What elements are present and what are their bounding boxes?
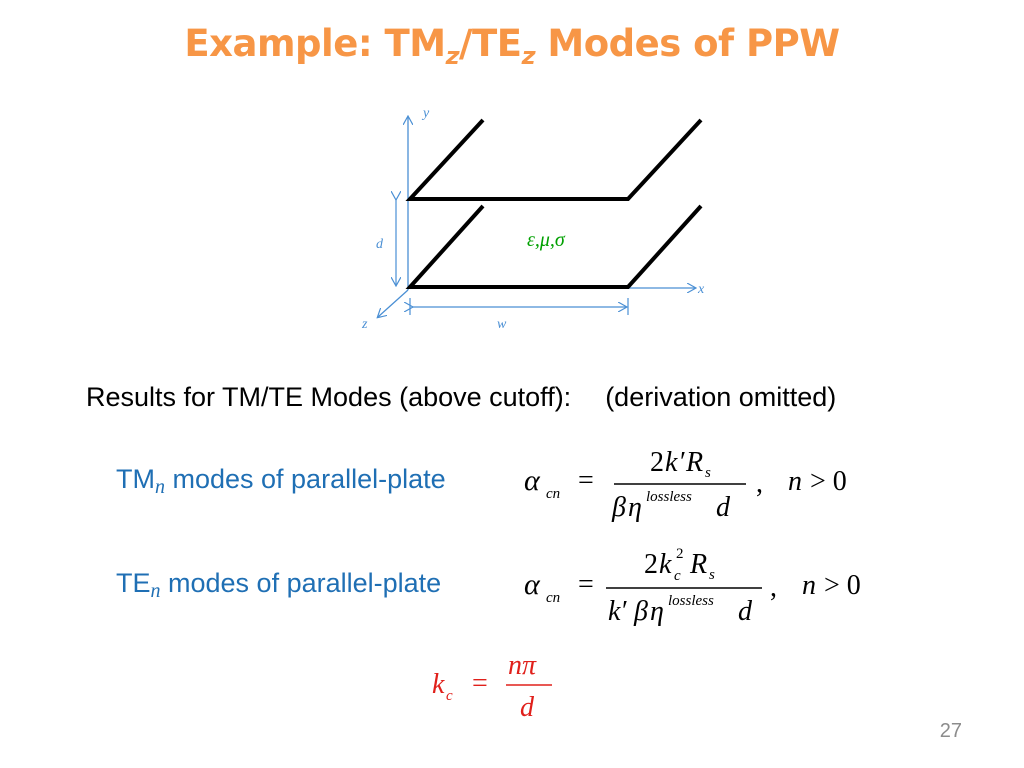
tm-label-prefix: TM [116, 464, 155, 494]
te-alpha-sub: cn [546, 590, 560, 606]
kc-equals: = [472, 668, 488, 699]
te-comma: , [770, 572, 777, 603]
kc-num: nπ [508, 650, 537, 681]
tm-num-prime: ′ [680, 447, 686, 478]
te-den-prime: ′ [622, 596, 628, 627]
te-label-suffix: modes of parallel-plate [160, 568, 442, 598]
tm-cond-op: > 0 [810, 466, 847, 497]
label-y: y [421, 106, 430, 121]
bottom-plate [405, 204, 703, 289]
label-w: w [497, 317, 507, 332]
te-num-k: k [659, 549, 672, 580]
tm-num-R: R [685, 447, 703, 478]
te-num-R-sub: s [709, 567, 715, 583]
te-equation: α cn = 2 k c 2 R s k ′ β η lossless d , … [524, 546, 861, 627]
tm-den-sup: lossless [646, 489, 692, 505]
te-num-k-sub: c [674, 568, 681, 584]
title-sub-z2: z [521, 42, 536, 70]
te-den-beta: β [633, 596, 648, 627]
title-middle: /TE [459, 22, 522, 65]
top-plate [405, 118, 703, 201]
slide-title: Example: TMz/TEz Modes of PPW [0, 22, 1024, 70]
te-cond-op: > 0 [824, 570, 861, 601]
te-cond-n: n [802, 570, 816, 601]
title-suffix: Modes of PPW [535, 22, 840, 65]
title-sub-z1: z [445, 42, 460, 70]
tm-label-suffix: modes of parallel-plate [164, 464, 446, 494]
kc-k: k [432, 669, 445, 700]
medium-label: ε,μ,σ [527, 229, 566, 251]
te-den-sup: lossless [668, 593, 714, 609]
label-z: z [361, 317, 368, 332]
results-note: (derivation omitted) [605, 382, 837, 412]
te-label: TEn modes of parallel-plate [116, 568, 442, 602]
title-prefix: Example: TM [184, 22, 446, 65]
te-label-sub: n [150, 580, 161, 602]
tm-label: TMn modes of parallel-plate [116, 464, 446, 498]
z-axis [378, 289, 409, 317]
te-den-eta: η [650, 596, 664, 627]
tm-num-k: k [665, 447, 678, 478]
tm-num-coef: 2 [650, 447, 664, 478]
tm-comma: , [756, 468, 763, 499]
te-num-coef: 2 [644, 549, 658, 580]
kc-k-sub: c [446, 688, 453, 704]
tm-den-d: d [716, 492, 731, 523]
ppw-diagram: y x z d w ε,μ,σ [361, 106, 705, 332]
te-label-prefix: TE [116, 568, 151, 598]
te-equals: = [578, 569, 594, 600]
page-number: 27 [939, 720, 962, 742]
tm-label-sub: n [154, 476, 165, 498]
te-den-d: d [738, 596, 753, 627]
tm-den-eta: η [628, 492, 642, 523]
label-d: d [376, 237, 384, 252]
tm-den-beta: β [611, 492, 626, 523]
tm-num-R-sub: s [705, 465, 711, 481]
tm-cond-n: n [788, 466, 802, 497]
tm-equation: α cn = 2 k ′ R s β η lossless d , n > 0 [524, 447, 847, 523]
tm-alpha: α [524, 464, 541, 497]
te-num-R: R [689, 549, 707, 580]
kc-den: d [520, 692, 535, 723]
kc-equation: k c = nπ d [432, 650, 552, 723]
te-alpha: α [524, 568, 541, 601]
results-text: Results for TM/TE Modes (above cutoff): [86, 382, 572, 412]
label-x: x [697, 282, 705, 297]
te-num-k-sup: 2 [676, 546, 684, 562]
tm-equals: = [578, 465, 594, 496]
results-heading: Results for TM/TE Modes (above cutoff): (… [86, 382, 986, 413]
te-den-k: k [608, 596, 621, 627]
tm-alpha-sub: cn [546, 486, 560, 502]
